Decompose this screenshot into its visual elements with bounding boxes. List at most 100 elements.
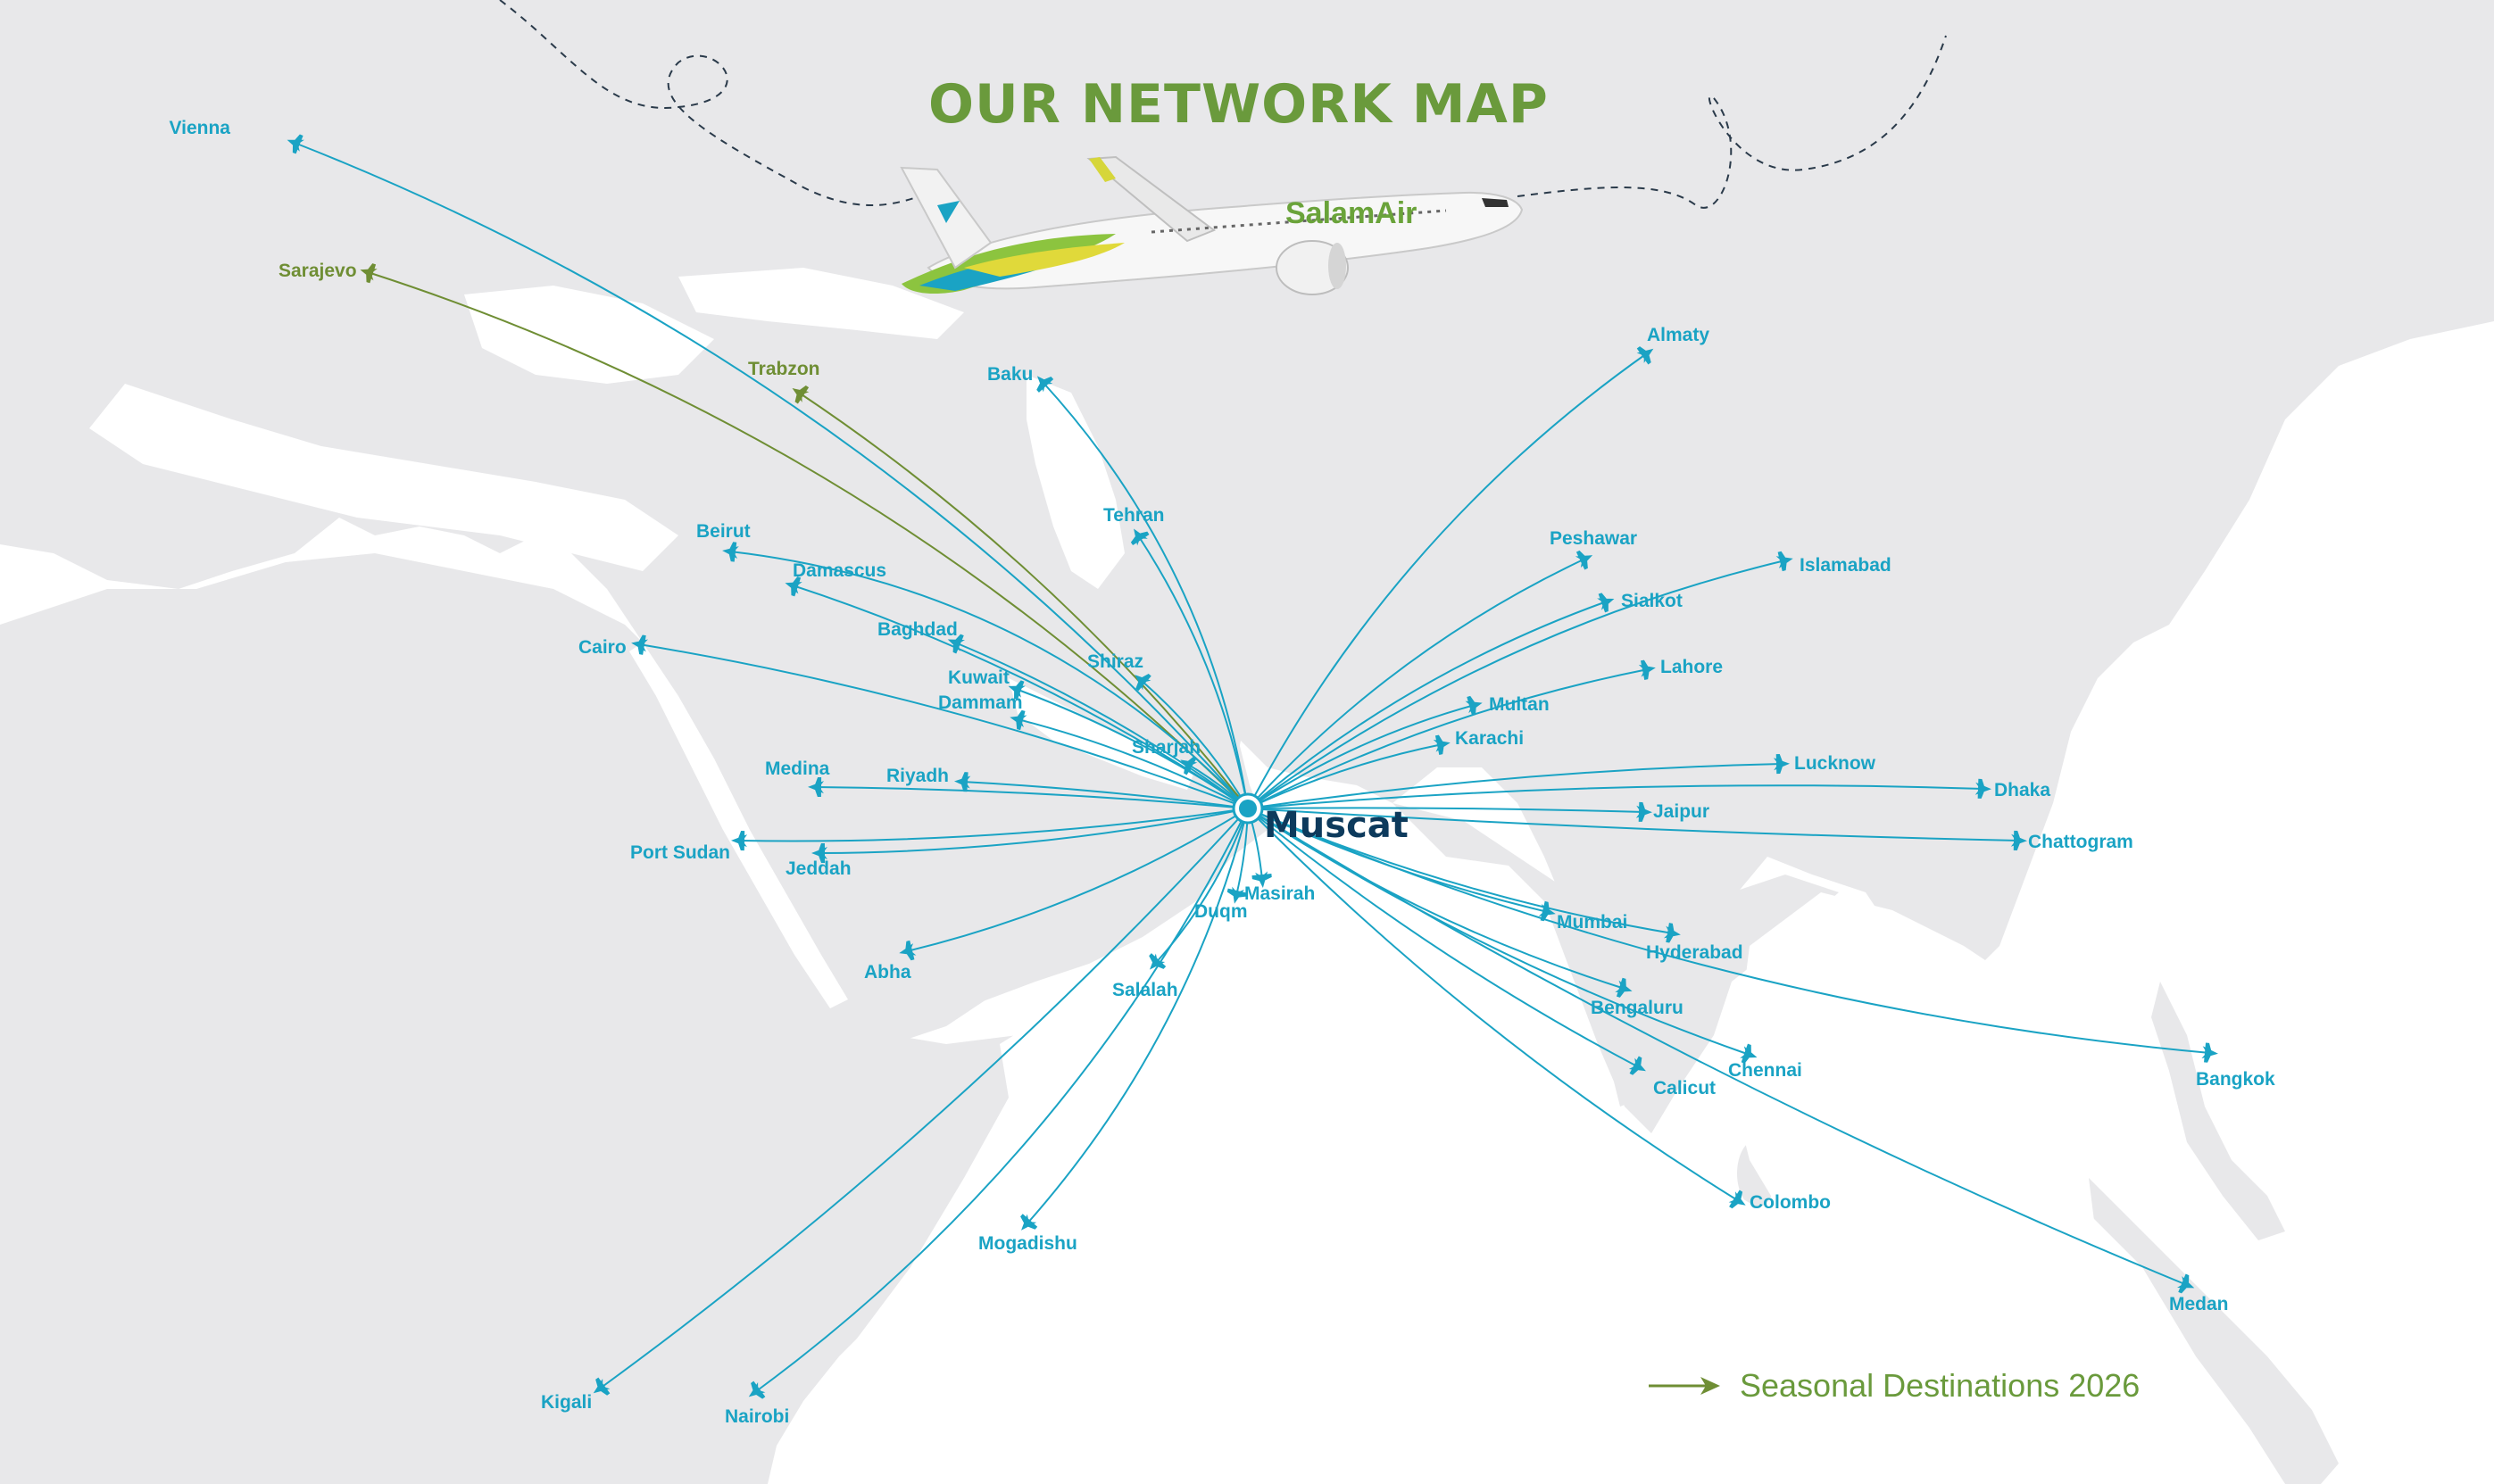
city-label-baghdad[interactable]: Baghdad <box>877 619 958 640</box>
plane-icon-nairobi <box>748 1380 766 1399</box>
hub-label-muscat: Muscat <box>1264 805 1409 846</box>
city-label-peshawar[interactable]: Peshawar <box>1550 528 1637 549</box>
route-kuwait <box>1015 688 1249 809</box>
city-label-bengaluru[interactable]: Bengaluru <box>1591 998 1683 1018</box>
city-label-medan[interactable]: Medan <box>2169 1294 2229 1314</box>
city-label-port-sudan[interactable]: Port Sudan <box>630 842 730 863</box>
plane-icon-medan <box>2177 1273 2195 1294</box>
city-label-cairo[interactable]: Cairo <box>578 637 627 658</box>
city-label-tehran[interactable]: Tehran <box>1103 505 1164 526</box>
city-label-salalah[interactable]: Salalah <box>1112 980 1178 1000</box>
plane-engine-intake <box>1328 243 1346 289</box>
city-label-medina[interactable]: Medina <box>765 759 830 779</box>
city-label-dammam[interactable]: Dammam <box>938 692 1023 713</box>
plane-wing <box>1086 155 1217 243</box>
city-label-nairobi[interactable]: Nairobi <box>725 1406 789 1427</box>
city-label-almaty[interactable]: Almaty <box>1647 325 1709 345</box>
plane-icon-salalah <box>1149 953 1167 970</box>
route-abha <box>906 808 1249 952</box>
plane-icon-karachi <box>1433 734 1451 755</box>
route-jaipur <box>1247 807 1645 813</box>
plane-icon-tehran <box>1130 528 1150 546</box>
city-label-abha[interactable]: Abha <box>864 962 911 982</box>
plane-icon-islamabad <box>1775 551 1793 572</box>
caspian-sea <box>1027 375 1125 589</box>
plane-icon-cairo <box>631 634 649 655</box>
city-label-chattogram[interactable]: Chattogram <box>2028 832 2133 852</box>
city-label-beirut[interactable]: Beirut <box>696 521 751 542</box>
plane-icon-bengaluru <box>1615 977 1633 998</box>
city-label-sialkot[interactable]: Sialkot <box>1621 591 1683 611</box>
city-label-riyadh[interactable]: Riyadh <box>886 766 949 786</box>
plane-icon-jaipur <box>1635 801 1652 822</box>
city-label-islamabad[interactable]: Islamabad <box>1800 555 1891 576</box>
black-sea <box>464 286 714 384</box>
city-label-damascus[interactable]: Damascus <box>793 560 886 581</box>
route-bangkok <box>1247 808 2211 1054</box>
city-label-duqm[interactable]: Duqm <box>1194 901 1248 922</box>
plane-icon-almaty <box>1636 346 1654 365</box>
route-kigali <box>599 808 1249 1389</box>
city-label-multan[interactable]: Multan <box>1489 694 1550 715</box>
route-sialkot <box>1247 601 1608 809</box>
plane-icon-masirah <box>1251 871 1272 888</box>
city-label-calicut[interactable]: Calicut <box>1653 1078 1716 1098</box>
city-label-trabzon[interactable]: Trabzon <box>748 359 820 379</box>
city-label-baku[interactable]: Baku <box>987 364 1033 385</box>
plane-logo-text: SalamAir <box>1285 196 1417 230</box>
city-label-karachi[interactable]: Karachi <box>1455 728 1524 749</box>
city-label-sharjah[interactable]: Sharjah <box>1132 737 1201 758</box>
red-sea <box>629 643 848 1008</box>
city-label-bangkok[interactable]: Bangkok <box>2196 1069 2275 1090</box>
city-label-dhaka[interactable]: Dhaka <box>1994 780 2050 800</box>
plane-cockpit <box>1482 198 1509 207</box>
route-baghdad <box>954 642 1249 809</box>
arabian-sea <box>768 830 2285 1484</box>
plane-icon-multan <box>1465 695 1483 717</box>
city-label-jaipur[interactable]: Jaipur <box>1653 801 1709 822</box>
city-label-shiraz[interactable]: Shiraz <box>1087 651 1143 672</box>
route-nairobi <box>754 808 1249 1393</box>
plane-icon-trabzon <box>792 385 810 404</box>
route-beirut <box>729 551 1249 809</box>
route-layer <box>287 134 2218 1399</box>
plane-icon-lahore <box>1638 659 1656 680</box>
plane-tail-logo <box>937 201 960 223</box>
city-label-jeddah[interactable]: Jeddah <box>786 858 852 879</box>
route-lahore <box>1247 668 1649 809</box>
route-mogadishu <box>1026 808 1249 1225</box>
city-label-kigali[interactable]: Kigali <box>541 1392 592 1413</box>
route-peshawar <box>1247 558 1586 809</box>
city-label-hyderabad[interactable]: Hyderabad <box>1646 942 1743 963</box>
plane-icon-dammam <box>1010 709 1027 731</box>
route-trabzon <box>798 392 1249 809</box>
city-label-lucknow[interactable]: Lucknow <box>1794 753 1876 774</box>
route-vienna <box>294 142 1249 809</box>
city-label-sarajevo[interactable]: Sarajevo <box>278 261 357 281</box>
plane-icon-vienna <box>287 134 304 154</box>
plane-icon-sharjah <box>1180 756 1198 775</box>
plane-icon-kuwait <box>1008 680 1026 701</box>
city-label-masirah[interactable]: Masirah <box>1244 883 1315 904</box>
plane-icon-kigali <box>593 1377 611 1396</box>
plane-icon-beirut <box>722 542 739 562</box>
hub-marker[interactable]: Muscat <box>1232 792 1409 846</box>
city-label-kuwait[interactable]: Kuwait <box>948 667 1010 688</box>
plane-icon-damascus <box>785 576 802 597</box>
city-label-lahore[interactable]: Lahore <box>1660 657 1723 677</box>
airplane-illustration: SalamAir <box>900 155 1524 295</box>
route-islamabad <box>1247 560 1786 809</box>
city-label-chennai[interactable]: Chennai <box>1728 1060 1802 1081</box>
plane-wing-tip <box>1089 157 1116 182</box>
landmass-india <box>1392 803 1839 1133</box>
plane-icon-shiraz <box>1135 674 1151 692</box>
city-label-mogadishu[interactable]: Mogadishu <box>978 1233 1077 1254</box>
dashed-path-right <box>1517 35 1947 209</box>
route-riyadh <box>961 781 1249 809</box>
city-label-mumbai[interactable]: Mumbai <box>1557 912 1627 933</box>
city-label-colombo[interactable]: Colombo <box>1750 1192 1831 1213</box>
route-medan <box>1247 808 2188 1286</box>
city-label-vienna[interactable]: Vienna <box>170 118 231 138</box>
plane-icon-colombo <box>1728 1190 1746 1209</box>
